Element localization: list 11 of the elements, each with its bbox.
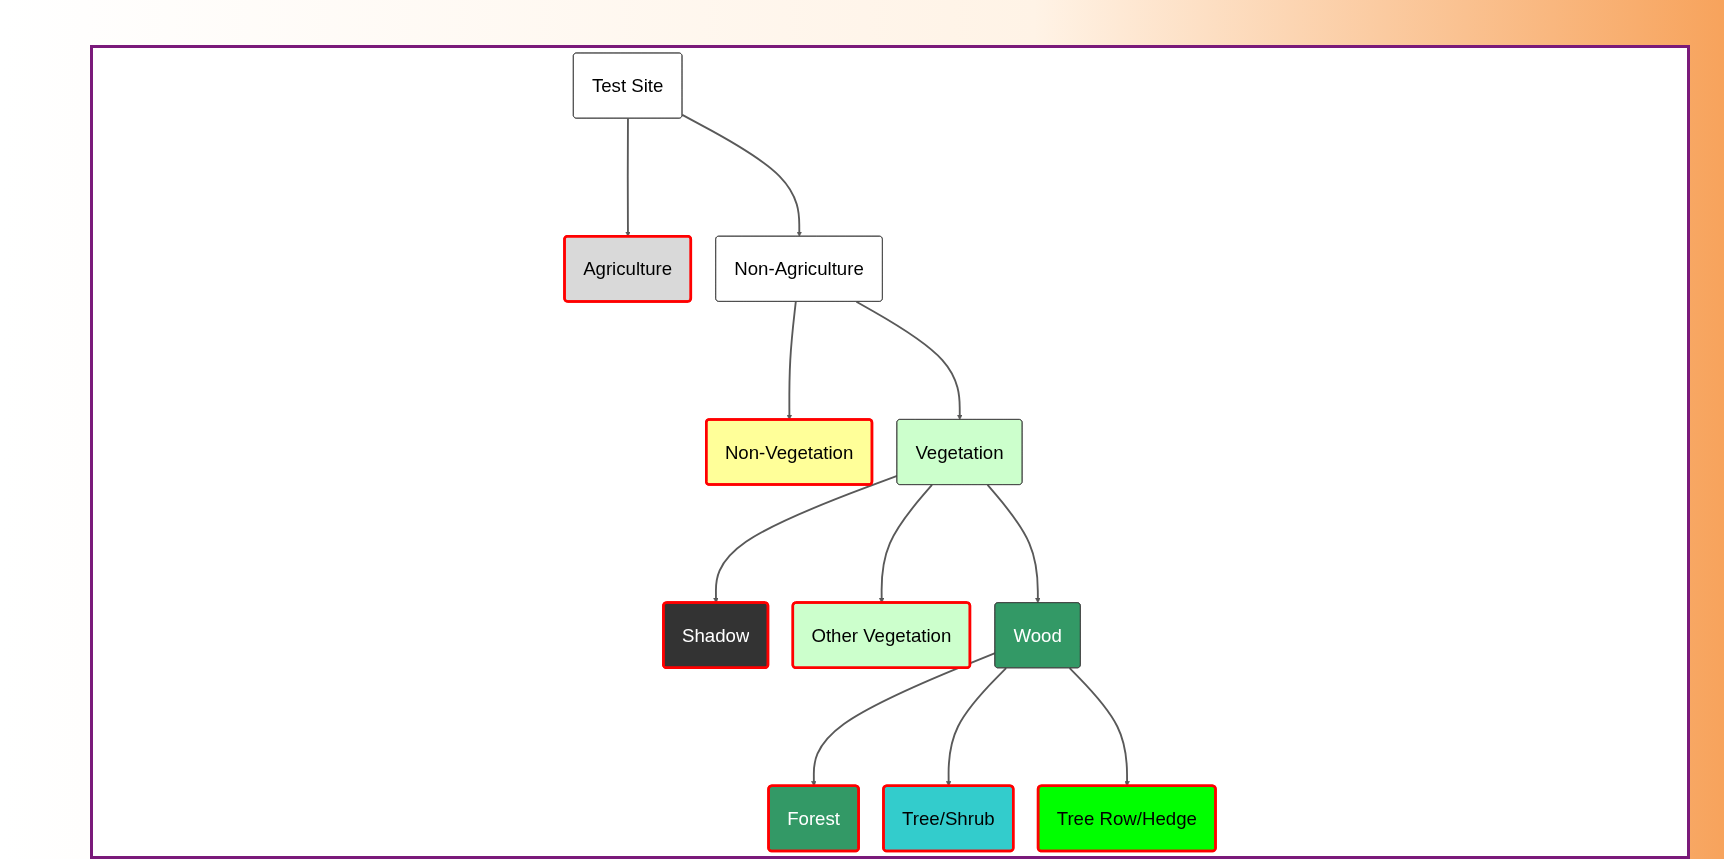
category-box: Wood <box>994 602 1081 669</box>
category-box: Shadow <box>662 601 770 670</box>
category-box: Tree Row/Hedge <box>1036 784 1217 853</box>
category-box: Non-Vegetation <box>705 418 874 486</box>
category-box: Test Site <box>573 52 683 119</box>
category-box: Agriculture <box>563 234 693 303</box>
category-box: Non-Agriculture <box>715 235 883 302</box>
category-box: Vegetation <box>896 419 1023 485</box>
category-box: Forest <box>767 784 860 853</box>
category-box: Tree/Shrub <box>882 784 1015 853</box>
category-box: Other Vegetation <box>791 601 972 670</box>
